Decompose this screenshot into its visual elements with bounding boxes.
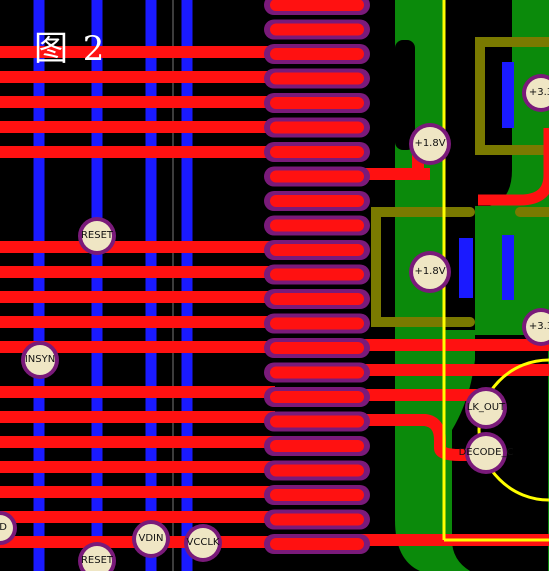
top-layer-traces xyxy=(0,46,275,548)
via-drill xyxy=(526,78,549,108)
ic-pad-copper xyxy=(270,391,364,403)
via-drill xyxy=(188,528,218,558)
via-drill xyxy=(413,255,447,289)
ic-pad-copper xyxy=(270,0,364,11)
ic-pad-copper xyxy=(270,464,364,477)
ic-pad-copper xyxy=(270,538,364,550)
ic-pad-column[interactable] xyxy=(264,0,370,554)
ic-pad-copper xyxy=(270,23,364,36)
via-drill xyxy=(82,221,112,251)
ic-pad-copper xyxy=(270,317,364,330)
keepout-upper xyxy=(475,37,549,155)
bottom-layer-traces xyxy=(33,0,514,571)
ic-pad-copper xyxy=(270,366,364,379)
keepout-mid xyxy=(371,207,475,327)
ic-pad-copper xyxy=(270,293,364,305)
via-drill xyxy=(82,546,112,571)
ic-pad-copper xyxy=(270,440,364,452)
via-drill xyxy=(25,345,55,375)
via-drill xyxy=(469,391,503,425)
ic-pad-copper xyxy=(270,97,364,109)
ic-pad-copper xyxy=(270,121,364,134)
ic-pad-copper xyxy=(270,48,364,60)
via-drill xyxy=(469,436,503,470)
via-drill xyxy=(413,127,447,161)
ic-pad-copper xyxy=(270,219,364,232)
via-drill xyxy=(136,524,166,554)
ic-pad-copper xyxy=(270,195,364,207)
via-drill xyxy=(0,515,13,541)
ic-pad-copper xyxy=(270,72,364,85)
ic-pad-copper xyxy=(270,170,364,183)
ic-pad-copper xyxy=(270,268,364,281)
ic-pad-copper xyxy=(270,146,364,158)
ic-pad-copper xyxy=(270,342,364,354)
via-drill xyxy=(526,312,549,342)
ic-pad-copper xyxy=(270,489,364,501)
ic-pad-copper xyxy=(270,415,364,428)
silkscreen-circle xyxy=(477,358,549,502)
ic-pad-copper xyxy=(270,513,364,526)
clearance-left xyxy=(395,40,415,150)
keepout-outlines xyxy=(371,37,549,327)
via-group[interactable] xyxy=(0,74,549,571)
ic-pad-copper xyxy=(270,244,364,256)
figure-title: 图 2 xyxy=(34,29,107,69)
